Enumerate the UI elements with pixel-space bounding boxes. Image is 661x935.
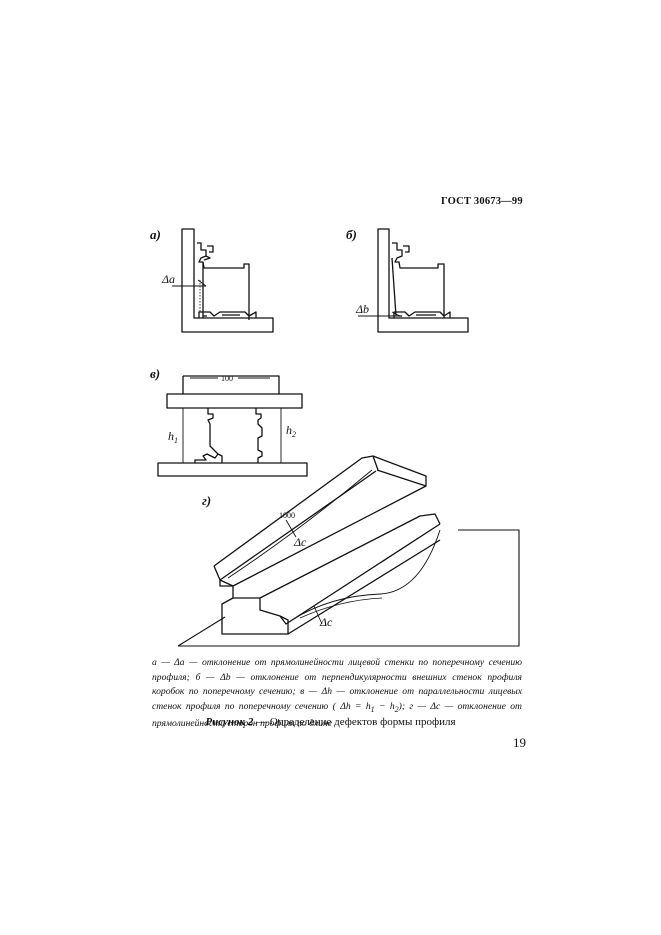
dim-width-100: 100	[221, 374, 233, 383]
dim-delta-a: Δa	[161, 272, 175, 286]
label-a: а)	[150, 227, 161, 242]
dim-delta-c-bottom: Δc	[319, 615, 333, 629]
dim-h1: h1	[168, 429, 178, 445]
label-g: г)	[202, 493, 211, 508]
dim-h2: h2	[286, 423, 296, 439]
figure-title-text: — Определение дефектов формы профиля	[253, 716, 456, 728]
figure-2-drawing: а) Δa б) Δb в) 100 h1 h2 г) 1000 Δc Δc	[150, 227, 520, 647]
label-v: в)	[150, 366, 160, 381]
figure-legend: а — Δа — отклонение от прямолинейности л…	[152, 657, 522, 730]
dim-delta-c-top: Δc	[293, 535, 307, 549]
label-b: б)	[346, 227, 357, 242]
diagram-a	[172, 228, 274, 333]
dim-delta-b: Δb	[355, 302, 369, 316]
diagram-b	[358, 228, 469, 333]
dim-length-1000: 1000	[279, 511, 295, 520]
standard-number: ГОСТ 30673—99	[441, 196, 523, 207]
page-number: 19	[513, 735, 526, 750]
diagram-v	[157, 375, 308, 477]
figure-title: Рисунок 2 — Определение дефектов формы п…	[0, 716, 661, 728]
diagram-g	[177, 455, 520, 647]
figure-title-label: Рисунок 2	[205, 716, 254, 728]
